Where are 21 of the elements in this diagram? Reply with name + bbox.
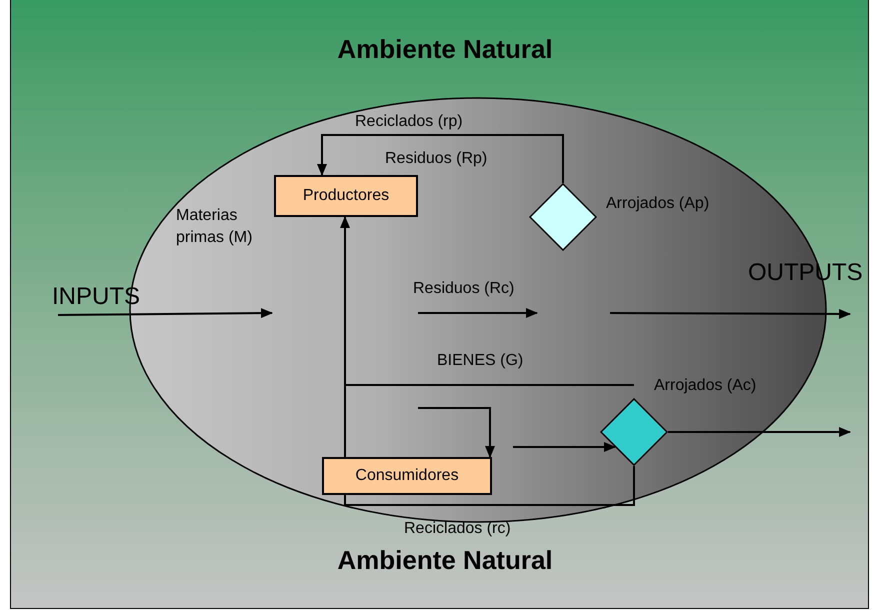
process-box <box>274 175 418 217</box>
text-label: Residuos (Rp) <box>385 149 488 169</box>
decision-diamond <box>529 183 597 251</box>
text-label: Ambiente Natural <box>336 33 554 66</box>
connector-arrow <box>668 427 851 437</box>
node-text: Consumidores <box>355 466 459 486</box>
connector-arrow <box>513 442 616 452</box>
text-label: Materias primas (M) <box>176 206 254 248</box>
node-caption: Arrojados (Ap) <box>606 194 710 214</box>
connector-arrow <box>340 216 350 457</box>
node-text: Productores <box>302 186 390 206</box>
edge-label: Reciclados (rp) <box>355 112 463 132</box>
text-label: Ambiente Natural <box>336 544 554 577</box>
process-box <box>322 457 492 495</box>
connector-arrow <box>317 134 564 183</box>
text-label: Residuos (Rc) <box>413 279 516 299</box>
decision-diamond <box>600 398 668 466</box>
edge-label: Reciclados (rc) <box>404 519 511 539</box>
connector-arrow <box>418 407 495 458</box>
text-label: BIENES (G) <box>437 351 524 371</box>
node-caption: Arrojados (Ac) <box>654 376 756 396</box>
